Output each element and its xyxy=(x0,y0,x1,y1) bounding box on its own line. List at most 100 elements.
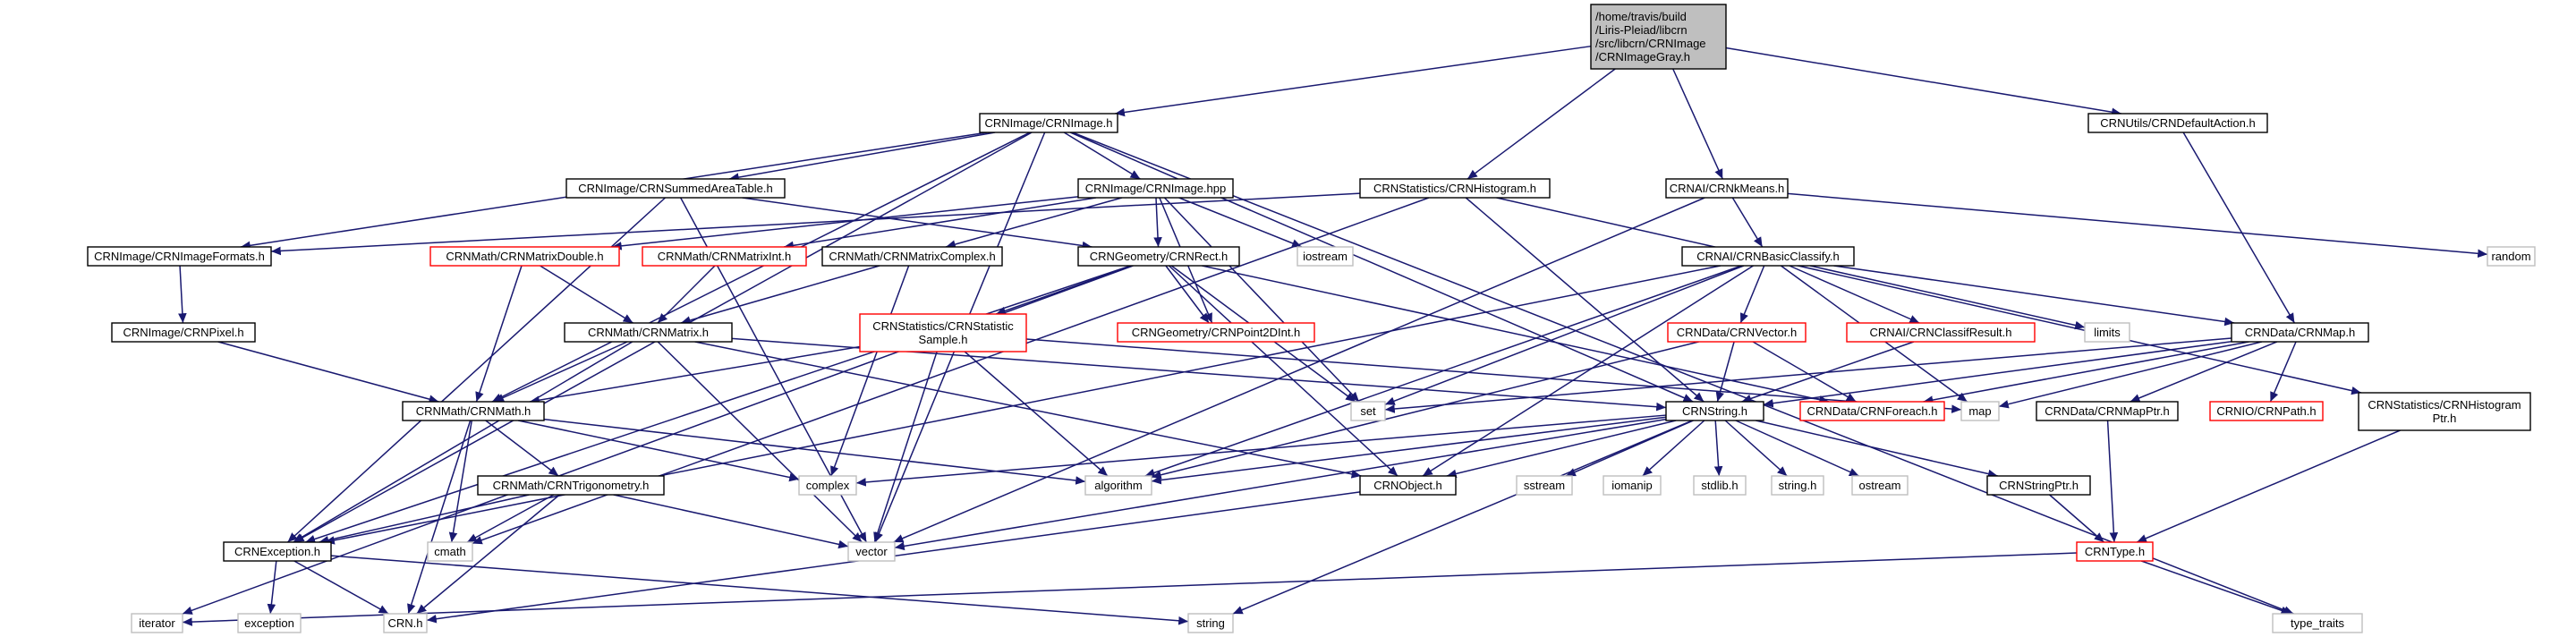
node-string-h[interactable]: CRNString.h xyxy=(1665,401,1764,421)
node-box xyxy=(1603,475,1662,496)
node-stat-hist[interactable]: CRNStatistics/CRNHistogram.h xyxy=(1359,178,1551,199)
node-math-h[interactable]: CRNMath/CRNMath.h xyxy=(402,401,545,421)
node-data-map[interactable]: CRNData/CRNMap.h xyxy=(2231,322,2369,343)
node-box xyxy=(2358,392,2531,431)
node-map-ptr[interactable]: CRNData/CRNMapPtr.h xyxy=(2036,401,2179,421)
node-string: string xyxy=(1187,613,1234,633)
node-map: map xyxy=(1960,401,2000,421)
node-ai-kmeans[interactable]: CRNAI/CRNkMeans.h xyxy=(1665,178,1789,199)
node-box xyxy=(821,246,1003,267)
node-label: CRN.h xyxy=(387,616,422,630)
edge-string_ptr-to-crn_type xyxy=(2049,494,2104,543)
node-set: set xyxy=(1350,401,1386,421)
node-io-path[interactable]: CRNIO/CRNPath.h xyxy=(2209,401,2324,421)
node-mat-double[interactable]: CRNMath/CRNMatrixDouble.h xyxy=(429,246,620,267)
node-box xyxy=(237,613,302,633)
node-label: CRNMath/CRNMath.h xyxy=(416,404,531,418)
edge-geo_rect-to-exception_h xyxy=(305,265,1131,544)
edge-crnimage_h-to-math_h xyxy=(491,132,1031,403)
node-label: CRNObject.h xyxy=(1373,479,1442,492)
node-geo-rect[interactable]: CRNGeometry/CRNRect.h xyxy=(1077,246,1240,267)
node-utils-default[interactable]: CRNUtils/CRNDefaultAction.h xyxy=(2087,113,2268,133)
node-crn-type[interactable]: CRNType.h xyxy=(2076,541,2154,562)
edge-stat_sample-to-map xyxy=(1025,338,1962,413)
node-label: CRNData/CRNVector.h xyxy=(1677,326,1797,339)
edge-string_h-to-string xyxy=(1232,420,1693,615)
node-root[interactable]: /home/travis/build/Liris-Pleiad/libcrn/s… xyxy=(1590,4,1727,70)
node-label: CRNImage/CRNImageFormats.h xyxy=(94,250,265,263)
node-label: CRNIO/CRNPath.h xyxy=(2216,404,2316,418)
node-summed[interactable]: CRNImage/CRNSummedAreaTable.h xyxy=(565,178,786,199)
node-box xyxy=(2036,401,2179,421)
node-crnimage-hpp[interactable]: CRNImage/CRNImage.hpp xyxy=(1077,178,1234,199)
edge-crnimage_hpp-to-geo_rect xyxy=(1153,197,1162,248)
edge-root-to-ai_kmeans xyxy=(1672,68,1723,180)
node-formats[interactable]: CRNImage/CRNImageFormats.h xyxy=(87,246,272,267)
edge-data_vector-to-algorithm xyxy=(1151,341,1699,480)
node-box xyxy=(1117,322,1315,343)
node-mat-complex[interactable]: CRNMath/CRNMatrixComplex.h xyxy=(821,246,1003,267)
node-label: random xyxy=(2491,250,2530,263)
edge-pixel-to-math_h xyxy=(217,341,439,403)
edge-data_vector-to-string_h xyxy=(1715,341,1735,403)
node-object-h[interactable]: CRNObject.h xyxy=(1359,475,1457,496)
node-label: algorithm xyxy=(1094,479,1142,492)
node-label: type_traits xyxy=(2291,616,2344,630)
node-pixel[interactable]: CRNImage/CRNPixel.h xyxy=(111,322,256,343)
node-basic-classify[interactable]: CRNAI/CRNBasicClassify.h xyxy=(1681,246,1855,267)
node-box xyxy=(2076,541,2154,562)
edge-data_map-to-set xyxy=(1384,337,2232,413)
node-trig[interactable]: CRNMath/CRNTrigonometry.h xyxy=(477,475,665,496)
edge-ai_kmeans-to-random xyxy=(1787,192,2488,259)
node-box xyxy=(131,613,183,633)
node-data-vector[interactable]: CRNData/CRNVector.h xyxy=(1667,322,1807,343)
node-label: /CRNImageGray.h xyxy=(1595,50,1690,64)
edge-string_h-to-ostream xyxy=(1735,420,1859,477)
node-label: CRNStatistics/CRNStatistic xyxy=(872,319,1014,333)
edge-mat_double-to-math_h xyxy=(475,265,523,403)
node-box xyxy=(1359,178,1551,199)
node-label: /home/travis/build xyxy=(1595,10,1687,23)
node-box xyxy=(402,401,545,421)
node-label: CRNMath/CRNMatrixInt.h xyxy=(658,250,792,263)
node-label: cmath xyxy=(434,545,465,558)
edge-string_h-to-algorithm xyxy=(1151,416,1667,485)
node-label: CRNImage/CRNImage.hpp xyxy=(1085,182,1227,195)
node-label: string xyxy=(1196,616,1225,630)
node-matrix-h[interactable]: CRNMath/CRNMatrix.h xyxy=(564,322,733,343)
node-label: CRNData/CRNMap.h xyxy=(2245,326,2356,339)
node-point2d[interactable]: CRNGeometry/CRNPoint2DInt.h xyxy=(1117,322,1315,343)
edge-layer xyxy=(178,45,2488,626)
node-box xyxy=(1771,475,1824,496)
node-box xyxy=(1846,322,2036,343)
edge-math_h-to-trig xyxy=(485,420,559,477)
node-limits: limits xyxy=(2084,322,2130,343)
node-box xyxy=(223,541,332,562)
node-foreach[interactable]: CRNData/CRNForeach.h xyxy=(1799,401,1945,421)
node-box xyxy=(847,541,896,562)
node-exception-h[interactable]: CRNException.h xyxy=(223,541,332,562)
edge-root-to-crnimage_h xyxy=(1115,45,1592,117)
edge-ai_kmeans-to-vector xyxy=(893,197,1705,543)
node-string-ptr[interactable]: CRNStringPtr.h xyxy=(1986,475,2091,496)
node-classif-result[interactable]: CRNAI/CRNClassifResult.h xyxy=(1846,322,2036,343)
node-box xyxy=(1960,401,2000,421)
node-label: CRNType.h xyxy=(2085,545,2145,558)
node-label: CRNGeometry/CRNRect.h xyxy=(1090,250,1228,263)
edge-basic_classify-to-classif_result xyxy=(1789,265,1920,324)
edge-trig-to-cmath xyxy=(466,494,555,543)
node-sstream: sstream xyxy=(1516,475,1573,496)
node-mat-int[interactable]: CRNMath/CRNMatrixInt.h xyxy=(642,246,807,267)
node-label: sstream xyxy=(1524,479,1565,492)
edge-crnimage_hpp-to-mat_int xyxy=(783,197,1097,251)
node-box xyxy=(2272,613,2363,633)
node-crnimage-h[interactable]: CRNImage/CRNImage.h xyxy=(979,113,1118,133)
edge-data_vector-to-foreach xyxy=(1752,341,1857,403)
node-label: vector xyxy=(855,545,888,558)
edge-summed-to-geo_rect xyxy=(742,197,1092,251)
edge-math_h-to-crn_h xyxy=(407,420,472,615)
node-label: CRNStatistics/CRNHistogram xyxy=(2368,398,2521,412)
